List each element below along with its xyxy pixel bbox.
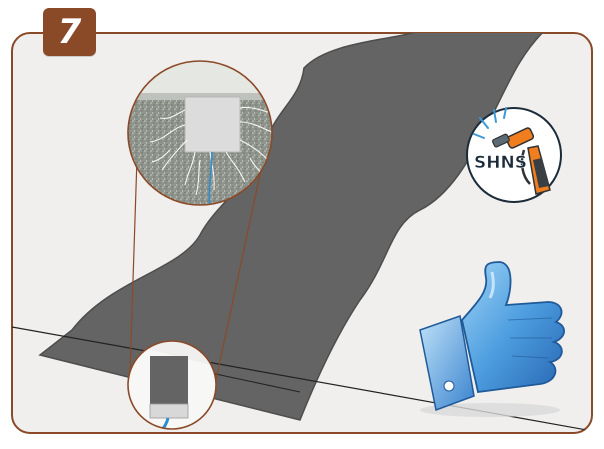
step-number: 7 [58,12,82,52]
logo-text: SHNS [474,153,527,173]
step-number-badge: 7 [43,8,96,56]
shns-logo: SHNS [467,108,561,202]
